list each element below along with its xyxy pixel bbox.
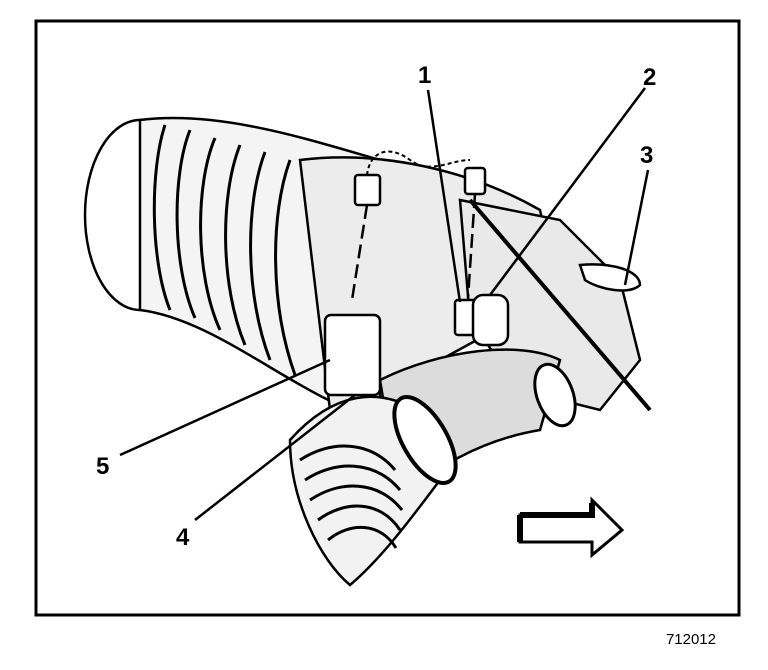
callout-5: 5 xyxy=(96,453,109,480)
callout-2: 2 xyxy=(643,64,656,91)
figure-id: 712012 xyxy=(665,631,716,648)
direction-arrow-shadow xyxy=(517,503,595,542)
upper-connector-right xyxy=(463,166,487,196)
diagram-frame xyxy=(34,19,741,617)
leader-1 xyxy=(426,89,462,303)
leader-4 xyxy=(194,394,356,521)
callout-4: 4 xyxy=(176,524,190,551)
sensor-assembly xyxy=(323,150,510,397)
outlet-duct xyxy=(288,348,577,587)
leader-5 xyxy=(119,358,331,457)
callout-3: 3 xyxy=(640,142,653,169)
callout-1: 1 xyxy=(418,62,431,89)
leader-2 xyxy=(488,87,647,296)
upper-connector-left xyxy=(353,173,382,207)
connector-5 xyxy=(323,313,382,397)
direction-arrow-icon xyxy=(518,496,625,559)
leader-3 xyxy=(623,169,650,286)
callout-leaders xyxy=(119,87,650,521)
sensor-2 xyxy=(471,293,510,347)
